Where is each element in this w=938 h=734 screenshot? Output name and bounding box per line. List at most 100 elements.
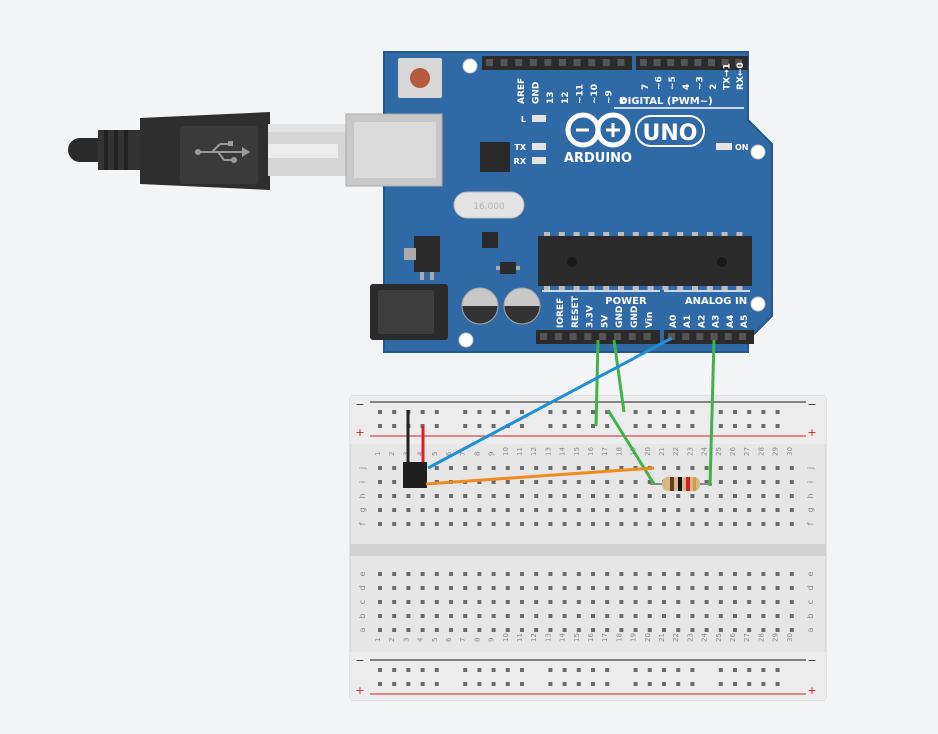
breadboard-hole[interactable] — [434, 508, 439, 512]
breadboard-hole[interactable] — [761, 600, 766, 604]
breadboard-hole[interactable] — [761, 614, 766, 618]
breadboard-hole[interactable] — [548, 614, 553, 618]
breadboard-hole[interactable] — [576, 466, 581, 470]
breadboard-hole[interactable] — [520, 628, 524, 632]
breadboard-hole[interactable] — [761, 480, 766, 484]
breadboard-hole[interactable] — [662, 494, 666, 498]
breadboard-hole[interactable] — [605, 586, 610, 590]
breadboard-hole[interactable] — [633, 586, 638, 590]
header-pin-hole[interactable] — [554, 333, 562, 340]
breadboard-hole[interactable] — [619, 508, 624, 512]
breadboard-hole[interactable] — [449, 586, 453, 590]
breadboard-hole[interactable] — [449, 522, 453, 526]
breadboard-hole[interactable] — [662, 410, 666, 414]
breadboard-hole[interactable] — [789, 628, 794, 632]
breadboard-hole[interactable] — [463, 614, 468, 618]
breadboard-hole[interactable] — [676, 586, 681, 590]
breadboard-hole[interactable] — [662, 508, 666, 512]
header-pin-hole[interactable] — [617, 59, 625, 66]
breadboard-hole[interactable] — [591, 424, 595, 428]
breadboard-hole[interactable] — [520, 424, 524, 428]
resistor[interactable] — [650, 477, 712, 491]
breadboard-hole[interactable] — [789, 572, 794, 576]
breadboard-hole[interactable] — [463, 668, 468, 672]
breadboard-hole[interactable] — [562, 586, 567, 590]
breadboard-hole[interactable] — [420, 600, 425, 604]
breadboard-hole[interactable] — [505, 522, 510, 526]
breadboard-hole[interactable] — [747, 668, 752, 672]
breadboard-hole[interactable] — [477, 508, 482, 512]
breadboard-hole[interactable] — [619, 466, 624, 470]
breadboard-hole[interactable] — [406, 572, 411, 576]
header-pin-hole[interactable] — [739, 333, 746, 340]
breadboard-hole[interactable] — [775, 424, 780, 428]
breadboard-hole[interactable] — [633, 628, 638, 632]
breadboard-hole[interactable] — [619, 480, 624, 484]
breadboard-hole[interactable] — [676, 600, 681, 604]
header-pin-hole[interactable] — [628, 333, 636, 340]
header-pin-hole[interactable] — [584, 333, 592, 340]
breadboard-hole[interactable] — [378, 508, 382, 512]
breadboard-hole[interactable] — [761, 572, 766, 576]
header-pin-hole[interactable] — [640, 59, 647, 66]
header-pin-hole[interactable] — [500, 59, 508, 66]
header-pin-hole[interactable] — [708, 59, 715, 66]
breadboard-hole[interactable] — [420, 494, 425, 498]
breadboard-hole[interactable] — [605, 572, 610, 576]
breadboard-hole[interactable] — [520, 600, 524, 604]
header-pin-hole[interactable] — [710, 333, 718, 340]
breadboard-hole[interactable] — [789, 522, 794, 526]
breadboard-hole[interactable] — [647, 424, 652, 428]
breadboard-hole[interactable] — [520, 614, 524, 618]
breadboard-hole[interactable] — [633, 600, 638, 604]
breadboard-hole[interactable] — [633, 494, 638, 498]
breadboard-hole[interactable] — [704, 466, 709, 470]
breadboard-hole[interactable] — [775, 522, 780, 526]
breadboard-hole[interactable] — [562, 682, 567, 686]
breadboard-hole[interactable] — [690, 614, 695, 618]
breadboard-hole[interactable] — [775, 494, 780, 498]
breadboard-hole[interactable] — [761, 628, 766, 632]
breadboard-hole[interactable] — [591, 628, 595, 632]
breadboard-hole[interactable] — [761, 494, 766, 498]
breadboard-hole[interactable] — [406, 628, 411, 632]
breadboard-hole[interactable] — [747, 494, 752, 498]
breadboard-hole[interactable] — [420, 410, 425, 414]
breadboard-hole[interactable] — [619, 522, 624, 526]
breadboard-hole[interactable] — [449, 572, 453, 576]
breadboard-hole[interactable] — [477, 522, 482, 526]
breadboard-hole[interactable] — [704, 614, 709, 618]
breadboard-hole[interactable] — [690, 682, 695, 686]
breadboard-hole[interactable] — [463, 522, 468, 526]
breadboard-hole[interactable] — [392, 586, 397, 590]
breadboard-hole[interactable] — [747, 466, 752, 470]
breadboard-hole[interactable] — [605, 494, 610, 498]
breadboard-hole[interactable] — [747, 614, 752, 618]
breadboard-hole[interactable] — [662, 572, 666, 576]
header-pin-hole[interactable] — [599, 333, 607, 340]
breadboard-hole[interactable] — [718, 600, 723, 604]
breadboard-hole[interactable] — [591, 494, 595, 498]
breadboard-hole[interactable] — [520, 466, 524, 470]
header-pin-hole[interactable] — [682, 333, 690, 340]
breadboard-hole[interactable] — [548, 682, 553, 686]
breadboard-hole[interactable] — [775, 466, 780, 470]
breadboard-hole[interactable] — [733, 424, 737, 428]
breadboard-hole[interactable] — [562, 466, 567, 470]
breadboard-hole[interactable] — [676, 424, 681, 428]
breadboard-hole[interactable] — [505, 668, 510, 672]
breadboard-hole[interactable] — [548, 494, 553, 498]
breadboard-hole[interactable] — [647, 668, 652, 672]
breadboard-hole[interactable] — [619, 614, 624, 618]
breadboard-hole[interactable] — [733, 572, 737, 576]
breadboard-hole[interactable] — [605, 424, 610, 428]
breadboard-hole[interactable] — [591, 480, 595, 484]
breadboard-hole[interactable] — [775, 668, 780, 672]
breadboard-hole[interactable] — [463, 508, 468, 512]
breadboard-hole[interactable] — [733, 508, 737, 512]
header-pin-hole[interactable] — [544, 59, 552, 66]
breadboard-hole[interactable] — [420, 682, 425, 686]
breadboard-hole[interactable] — [548, 424, 553, 428]
breadboard-hole[interactable] — [392, 600, 397, 604]
